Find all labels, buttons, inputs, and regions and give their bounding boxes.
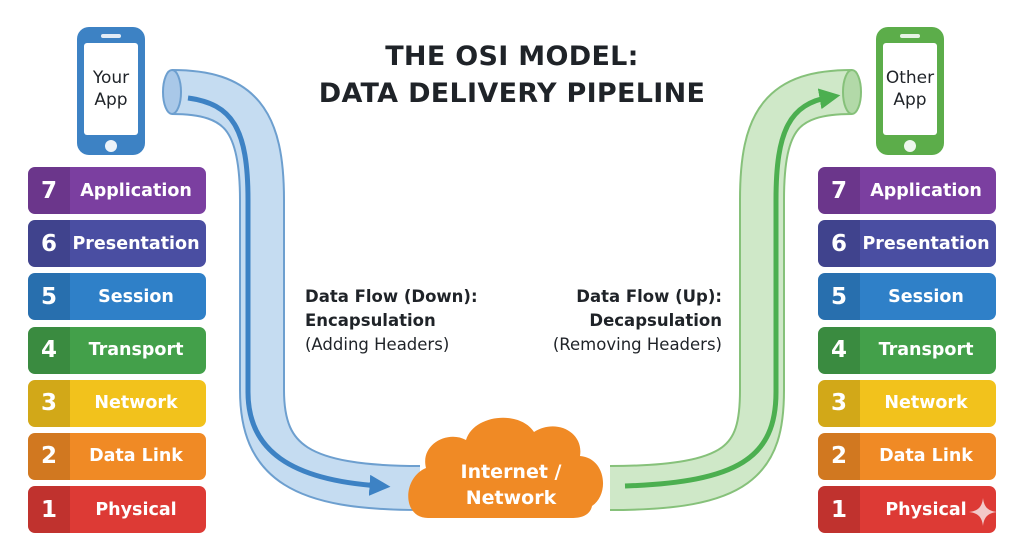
your-app-label: Your App — [92, 68, 130, 110]
your-app-phone-icon: Your App — [77, 27, 145, 155]
flow-down-subheading: Encapsulation — [305, 311, 436, 330]
internet-cloud — [408, 417, 604, 518]
diagram-title: THE OSI MODEL: DATA DELIVERY PIPELINE — [300, 38, 724, 112]
phone-speaker — [900, 34, 920, 38]
title-line-2: DATA DELIVERY PIPELINE — [318, 78, 706, 109]
other-app-phone-icon: Other App — [876, 27, 944, 155]
phone-home-button — [904, 140, 916, 152]
flow-down-heading: Data Flow (Down): — [305, 287, 478, 306]
title-line-1: THE OSI MODEL: — [385, 41, 639, 72]
decapsulation-pipe — [609, 69, 862, 511]
other-app-label: Other App — [885, 68, 935, 110]
phone-home-button — [105, 140, 117, 152]
phone-screen: Your App — [84, 43, 138, 135]
flow-up-subheading: Decapsulation — [589, 311, 722, 330]
sparkle-icon — [969, 498, 997, 526]
encapsulation-pipe — [162, 69, 421, 511]
flow-down-note: (Adding Headers) — [305, 335, 450, 354]
encapsulation-arrow — [187, 95, 391, 496]
decapsulation-arrow — [624, 88, 841, 489]
decapsulation-caption: Data Flow (Up): Decapsulation (Removing … — [520, 285, 722, 357]
encapsulation-caption: Data Flow (Down): Encapsulation (Adding … — [305, 285, 478, 357]
phone-speaker — [101, 34, 121, 38]
flow-up-note: (Removing Headers) — [552, 335, 722, 354]
flow-up-heading: Data Flow (Up): — [576, 287, 722, 306]
internet-cloud-label: Internet / Network — [460, 461, 562, 509]
phone-screen: Other App — [883, 43, 937, 135]
